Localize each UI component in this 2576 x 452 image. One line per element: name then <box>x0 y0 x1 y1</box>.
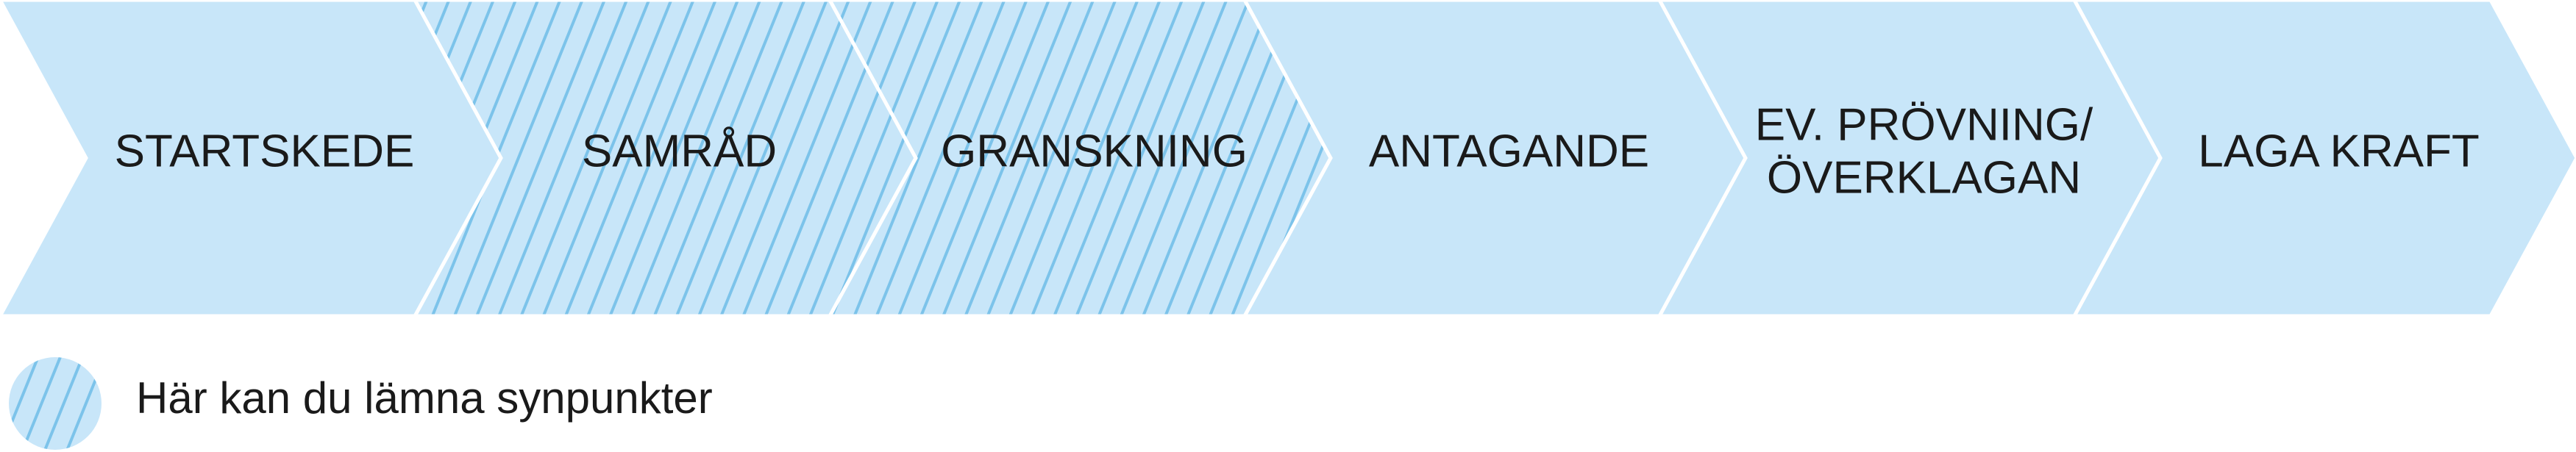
stage-label: STARTSKEDE <box>115 126 415 176</box>
stage-label: ÖVERKLAGAN <box>1767 152 2081 203</box>
hatch-swatch-icon <box>9 357 102 450</box>
stage-1: STARTSKEDE <box>0 0 505 318</box>
legend: Här kan du lämna synpunkter <box>9 357 713 450</box>
stage-6: LAGA KRAFT <box>2071 0 2576 318</box>
stage-5: EV. PRÖVNING/ÖVERKLAGAN <box>1656 0 2164 318</box>
stage-chevron <box>2071 0 2576 318</box>
stage-label: GRANSKNING <box>941 126 1248 176</box>
stage-label: EV. PRÖVNING/ <box>1755 99 2093 150</box>
stage-label: ANTAGANDE <box>1369 126 1649 176</box>
legend-label: Här kan du lämna synpunkter <box>136 373 713 423</box>
stage-3: GRANSKNING <box>826 0 1334 318</box>
stage-label: LAGA KRAFT <box>2198 126 2479 176</box>
stage-label: SAMRÅD <box>582 126 777 176</box>
